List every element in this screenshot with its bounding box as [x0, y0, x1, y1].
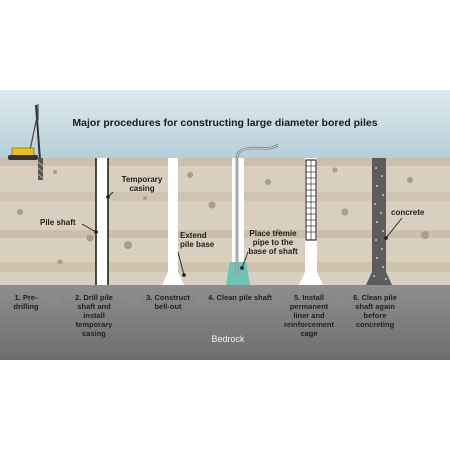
sky — [0, 90, 450, 158]
step-6-label: 6. Clean pile shaft again before concret… — [353, 293, 397, 329]
arrow-3-4 — [197, 295, 209, 307]
callout-pointers — [81, 191, 403, 277]
label-extend-pile-base: Extend pile base — [180, 231, 215, 249]
drilling-rig — [8, 104, 44, 180]
label-bedrock: Bedrock — [211, 334, 245, 344]
pile-shaft-step2 — [95, 158, 109, 285]
step-5-label: 5. Install permanent liner and reinforce… — [283, 293, 334, 338]
soil-stones — [17, 167, 429, 265]
pile-shaft-step5 — [299, 158, 323, 285]
arrow-2-3 — [130, 295, 142, 307]
diagram-title: Major procedures for constructing large … — [72, 117, 378, 129]
step-1-label: 1. Pre-drilling — [13, 293, 39, 311]
arrow-4-5 — [272, 295, 284, 307]
bedrock — [0, 285, 450, 360]
label-place-tremie: Place tremie pipe to the base of shaft — [248, 229, 298, 256]
step-3-label: 3. Construct bell-out — [146, 293, 190, 311]
pile-shaft-step6 — [366, 158, 392, 285]
step-4-label: 4. Clean pile shaft — [208, 293, 272, 302]
arrow-5-6 — [334, 295, 346, 307]
step-arrows — [49, 295, 346, 307]
label-concrete: concrete — [391, 208, 425, 217]
label-temporary-casing: Temporary casing — [121, 175, 163, 193]
pile-shaft-step3 — [162, 158, 184, 285]
arrow-1-2 — [49, 295, 61, 307]
label-pile-shaft: Pile shaft — [40, 218, 76, 227]
step-2-label: 2. Drill pile shaft and install temporar… — [75, 293, 113, 338]
pile-shaft-step4 — [226, 143, 279, 285]
